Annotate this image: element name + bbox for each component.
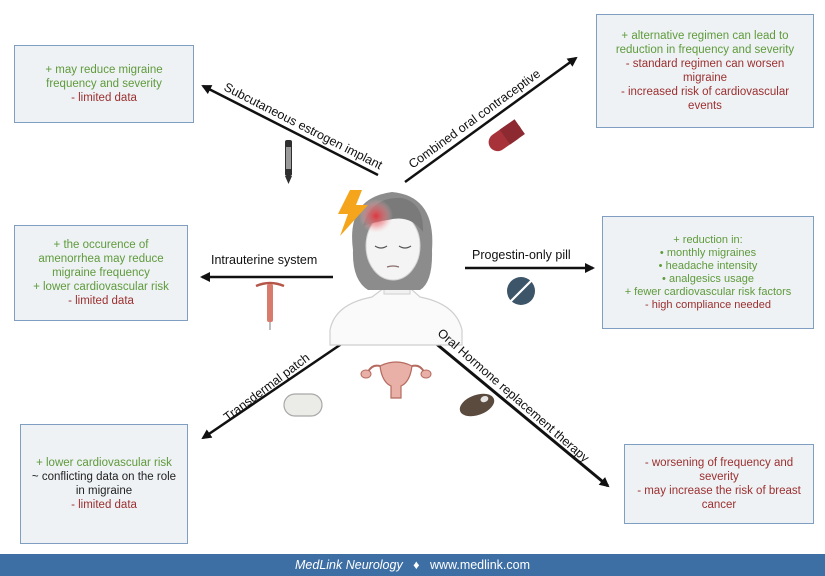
box-combined-line: - standard regimen can worsen migraine <box>625 58 785 84</box>
arrow-oral-hrt <box>421 330 610 488</box>
box-subcutaneous-line: - limited data <box>71 92 137 104</box>
box-intrauterine: + the occurence of amenorrhea may reduce… <box>14 225 188 321</box>
box-combined-line: - increased risk of cardiovascular event… <box>620 86 790 112</box>
round-pill-icon <box>507 277 535 305</box>
box-transdermal-line: ~ conflicting data on the role in migrai… <box>31 471 177 497</box>
box-progestin-bullet: • monthly migraines <box>659 246 757 259</box>
box-oral-hrt-line: - may increase the risk of breast cancer <box>637 485 801 511</box>
box-transdermal-line: + lower cardiovascular risk <box>36 457 172 469</box>
box-subcutaneous: + may reduce migraine frequency and seve… <box>14 45 194 123</box>
footer-separator: ♦ <box>413 558 420 572</box>
box-combined: + alternative regimen can lead to reduct… <box>596 14 814 128</box>
lightning-icon <box>338 190 368 236</box>
box-intrauterine-line: + lower cardiovascular risk <box>33 281 169 293</box>
label-intrauterine: Intrauterine system <box>211 253 318 267</box>
uterus-icon <box>360 361 432 399</box>
arrow-subcutaneous <box>201 84 379 177</box>
box-progestin-bullet: • headache intensity <box>658 259 758 272</box>
footer-bar: MedLink Neurology ♦ www.medlink.com <box>0 554 825 576</box>
arrow-combined <box>404 56 578 184</box>
oval-pill-icon <box>459 393 495 417</box>
iud-icon <box>255 281 285 330</box>
implant-rod-icon <box>285 140 292 184</box>
box-intrauterine-line: + the occurence of amenorrhea may reduce… <box>38 239 164 279</box>
box-subcutaneous-line: + may reduce migraine frequency and seve… <box>45 64 163 90</box>
capsule-pill-icon <box>488 119 525 152</box>
box-progestin-intro: + reduction in: <box>673 233 743 246</box>
box-oral-hrt-line: - worsening of frequency and severity <box>644 457 794 483</box>
box-intrauterine-line: - limited data <box>68 295 134 307</box>
box-progestin-line: + fewer cardiovascular risk factors <box>624 285 792 298</box>
patch-icon <box>283 393 323 417</box>
label-progestin: Progestin-only pill <box>472 248 571 262</box>
footer-brand: MedLink Neurology <box>295 558 403 572</box>
box-oral-hrt: - worsening of frequency and severity - … <box>624 444 814 524</box>
headache-glow <box>359 199 393 233</box>
arrow-transdermal <box>201 328 363 440</box>
box-progestin-line: - high compliance needed <box>645 298 771 311</box>
box-transdermal-line: - limited data <box>71 499 137 511</box>
box-combined-line: + alternative regimen can lead to reduct… <box>615 30 795 56</box>
box-transdermal: + lower cardiovascular risk ~ conflictin… <box>20 424 188 544</box>
box-progestin: + reduction in: • monthly migraines • he… <box>602 216 814 329</box>
box-progestin-bullet: • analgesics usage <box>662 272 754 285</box>
footer-url[interactable]: www.medlink.com <box>429 558 530 572</box>
